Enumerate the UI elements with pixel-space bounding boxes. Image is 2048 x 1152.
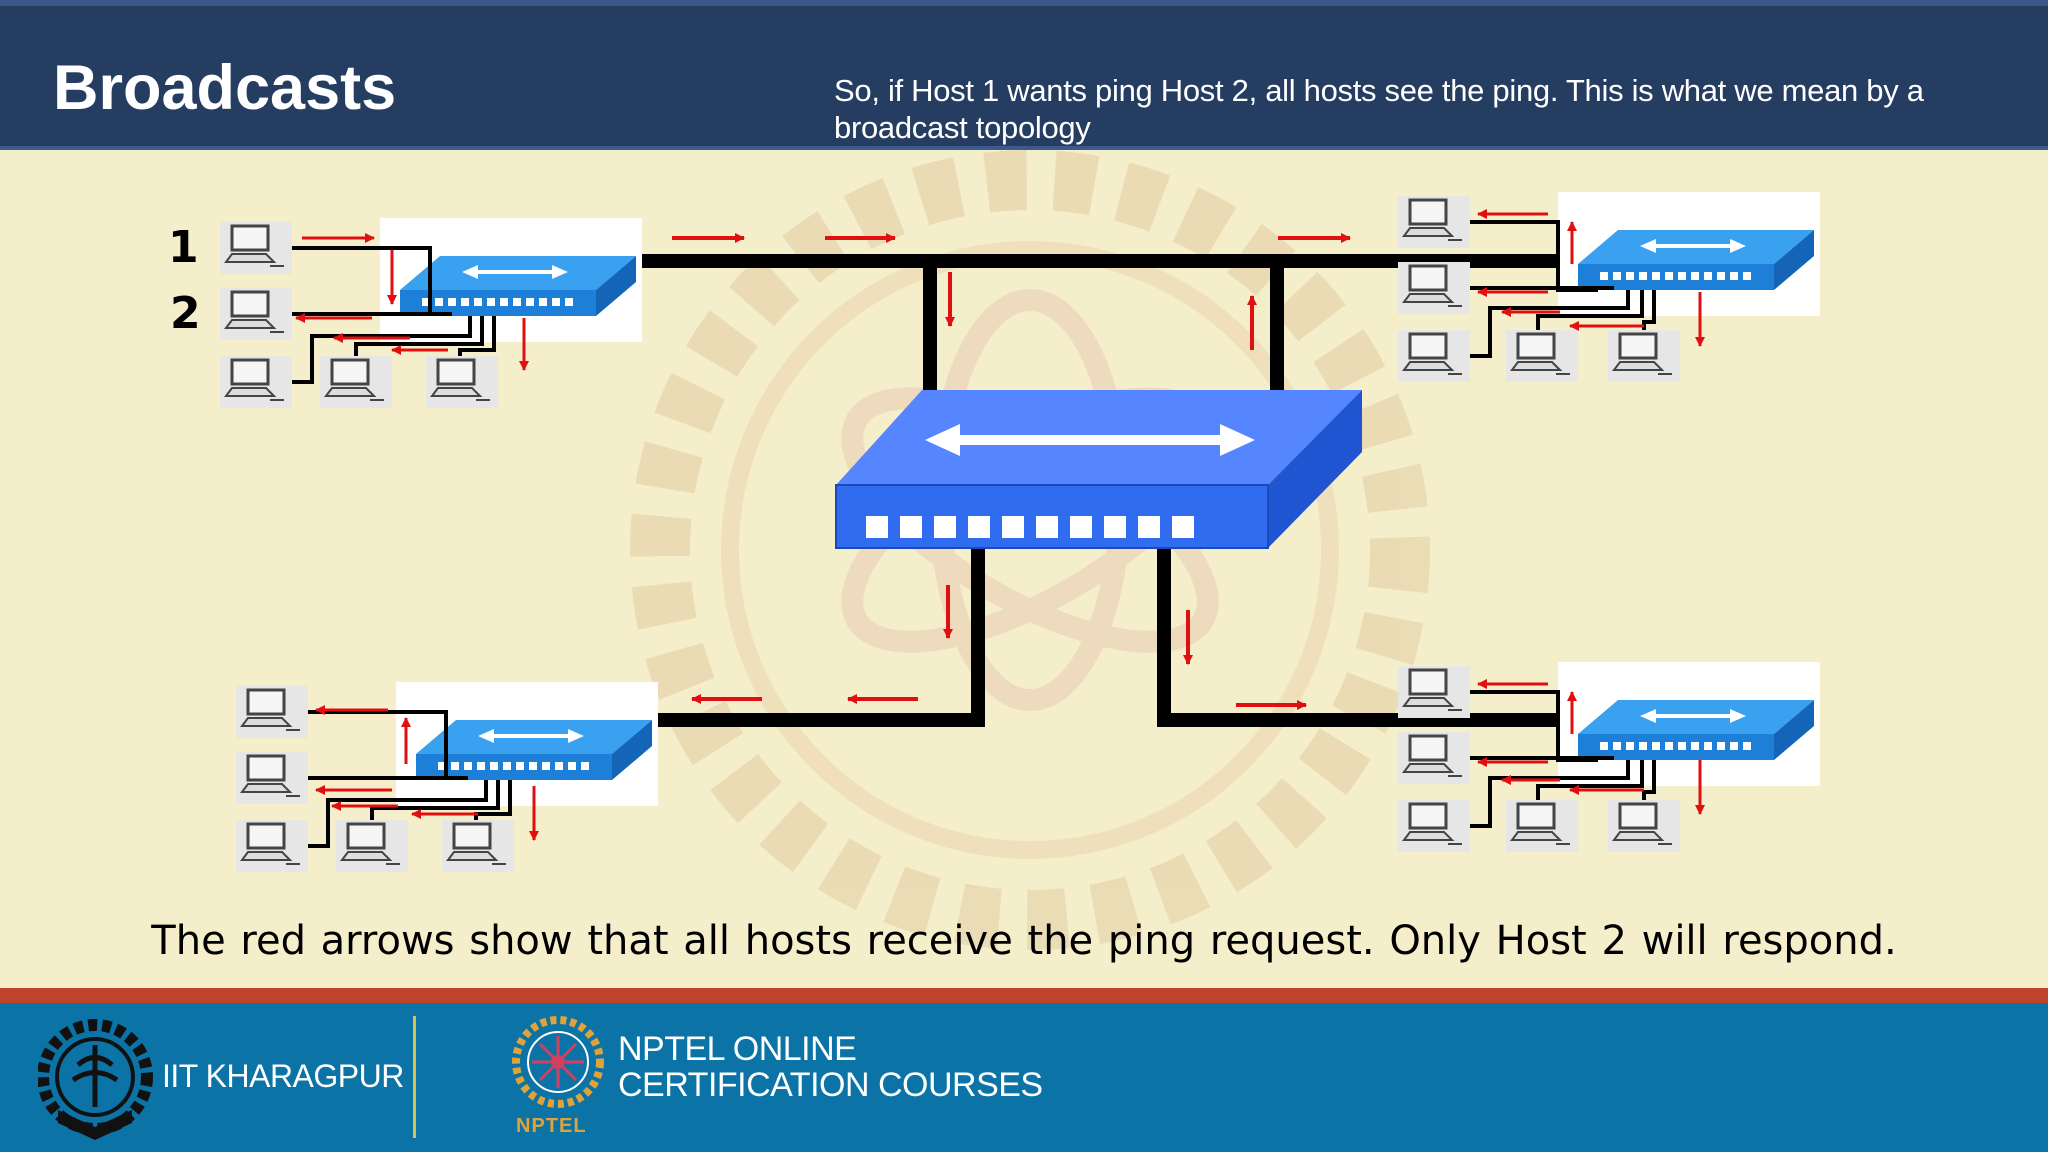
host-computer-icon xyxy=(1398,666,1470,718)
iit-kharagpur-logo-icon xyxy=(38,1019,153,1140)
slide-title: Broadcasts xyxy=(53,53,397,123)
footer-bar xyxy=(0,1003,2048,1152)
host-computer-icon xyxy=(220,222,292,274)
host-computer-icon xyxy=(1398,262,1470,314)
slide-subtitle: So, if Host 1 wants ping Host 2, all hos… xyxy=(834,73,1924,145)
host-computer-icon xyxy=(1398,196,1470,248)
program-name-line1: NPTEL ONLINE xyxy=(618,1030,857,1068)
footer-stripe xyxy=(0,988,2048,1003)
host-computer-icon xyxy=(1398,800,1470,852)
switch-group-bottom-left xyxy=(236,682,658,872)
host-computer-icon xyxy=(220,288,292,340)
central-switch-icon xyxy=(835,390,1362,549)
program-name-line2: CERTIFICATION COURSES xyxy=(618,1066,1043,1104)
host-computer-icon xyxy=(426,356,498,408)
backbone-links xyxy=(620,254,1590,727)
host-computer-icon xyxy=(1506,330,1578,382)
host-computer-icon xyxy=(220,356,292,408)
host-computer-icon xyxy=(1506,800,1578,852)
backbone-arrows xyxy=(672,233,1351,710)
switch-icon xyxy=(380,218,642,342)
host-computer-icon xyxy=(236,820,308,872)
footer-divider xyxy=(413,1016,416,1138)
switch-group-top-left xyxy=(220,218,642,408)
host-computer-icon xyxy=(236,686,308,738)
host-computer-icon xyxy=(442,820,514,872)
host-computer-icon xyxy=(336,820,408,872)
switch-icon xyxy=(1558,662,1820,786)
diagram-caption: The red arrows show that all hosts recei… xyxy=(151,918,1897,964)
switch-group-top-right xyxy=(1398,192,1820,382)
header-bar xyxy=(0,0,2048,150)
nptel-logo-icon xyxy=(512,1016,604,1108)
watermark-logo xyxy=(630,150,1430,950)
host-2-label: 2 xyxy=(170,288,201,339)
switch-icon xyxy=(1558,192,1820,316)
switch-icon xyxy=(396,682,658,806)
host-computer-icon xyxy=(1608,330,1680,382)
host-computer-icon xyxy=(1398,330,1470,382)
institution-name: IIT KHARAGPUR xyxy=(162,1058,404,1094)
host-computer-icon xyxy=(320,356,392,408)
host-computer-icon xyxy=(236,752,308,804)
switch-group-bottom-right xyxy=(1398,662,1820,852)
nptel-brand-text: NPTEL xyxy=(516,1115,587,1137)
host-1-label: 1 xyxy=(168,222,199,273)
host-computer-icon xyxy=(1398,732,1470,784)
host-computer-icon xyxy=(1608,800,1680,852)
